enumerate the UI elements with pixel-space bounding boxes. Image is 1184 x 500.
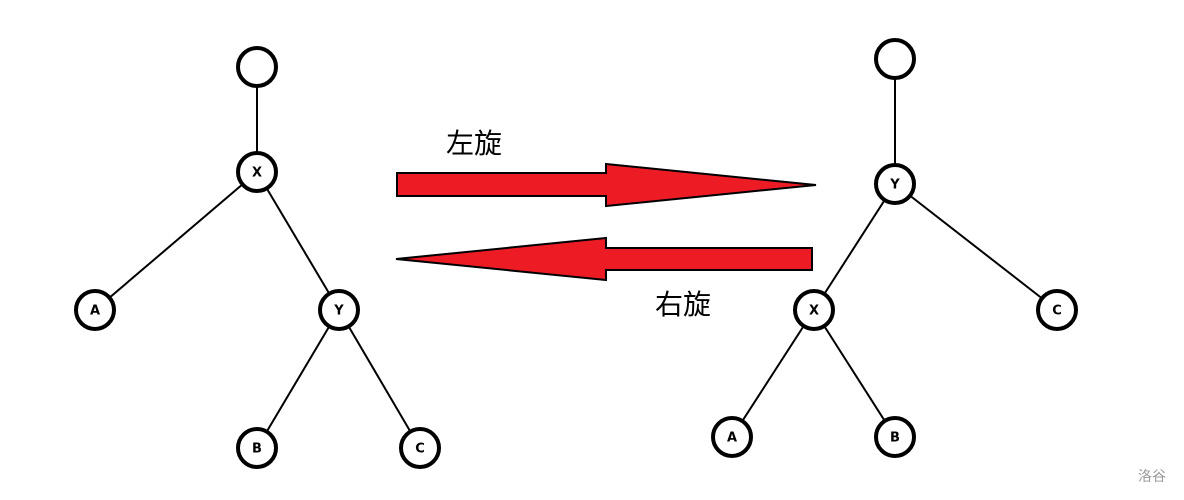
node-root: [874, 38, 916, 80]
node-a: A: [711, 416, 753, 458]
node-circle: [711, 416, 753, 458]
edge-x-b: [813, 309, 896, 438]
node-circle: [236, 427, 278, 469]
node-label: A: [90, 304, 100, 319]
node-label: B: [252, 442, 262, 457]
edge-x-a: [94, 171, 258, 311]
node-x: X: [236, 151, 278, 193]
node-label: C: [415, 442, 425, 457]
node-x: X: [793, 289, 835, 331]
edge-y-c: [338, 309, 421, 449]
node-y: Y: [318, 289, 360, 331]
node-a: A: [74, 289, 116, 331]
node-label: X: [252, 166, 262, 181]
node-label: X: [809, 304, 819, 319]
edge-x-y: [256, 171, 340, 311]
node-circle: [874, 38, 916, 80]
node-y: Y: [874, 163, 916, 205]
node-label: Y: [333, 304, 344, 319]
node-circle: [236, 46, 278, 88]
node-b: B: [236, 427, 278, 469]
edge-y-x: [813, 183, 896, 311]
left-rotate-label: 左旋: [446, 127, 503, 160]
node-label: A: [727, 431, 737, 446]
node-label: Y: [889, 178, 900, 193]
node-circle: [874, 416, 916, 458]
node-circle: [874, 163, 916, 205]
node-label: B: [890, 431, 900, 446]
node-circle: [1036, 289, 1078, 331]
node-b: B: [874, 416, 916, 458]
node-circle: [318, 289, 360, 331]
edge-x-a: [731, 309, 815, 438]
watermark: 洛谷: [1138, 469, 1166, 485]
node-circle: [74, 289, 116, 331]
node-c: C: [1036, 289, 1078, 331]
right-rotate-arrow: [395, 236, 813, 282]
node-root: [236, 46, 278, 88]
node-c: C: [399, 427, 441, 469]
node-circle: [793, 289, 835, 331]
edge-y-c: [894, 183, 1058, 311]
tree-before-rotation: X A Y B C: [74, 46, 441, 469]
left-rotate-arrow: [396, 162, 817, 208]
node-label: C: [1052, 304, 1062, 319]
node-circle: [399, 427, 441, 469]
tree-after-rotation: Y X C A B: [711, 38, 1078, 458]
edge-y-b: [256, 309, 340, 449]
right-rotate-label: 右旋: [655, 288, 712, 321]
node-circle: [236, 151, 278, 193]
